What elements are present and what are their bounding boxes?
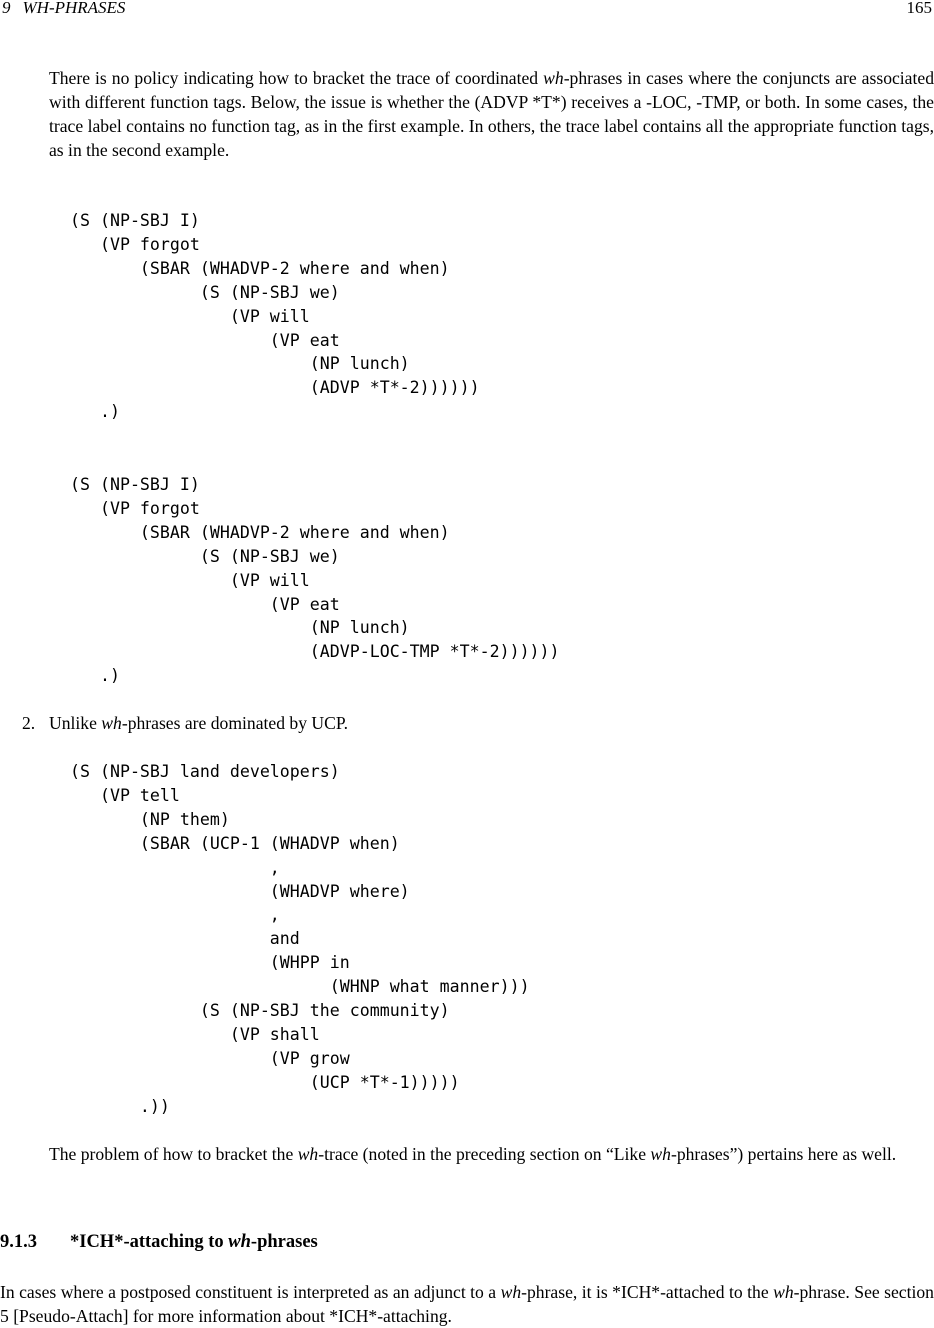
intro-paragraph: There is no policy indicating how to bra… [49, 66, 934, 162]
problem-paragraph: The problem of how to bracket the wh-tra… [49, 1142, 934, 1166]
chapter-header: 9 WH-PHRASES [2, 0, 125, 18]
example-tree-3: (S (NP-SBJ land developers) (VP tell (NP… [70, 762, 530, 1116]
page-number: 165 [906, 0, 933, 17]
wh-term: wh [650, 1144, 671, 1164]
chapter-number: 9 [2, 0, 11, 17]
closing-text-2: -phrase, it is *ICH*-attached to the [521, 1282, 774, 1302]
problem-text-2: -trace (noted in the preceding section o… [318, 1144, 651, 1164]
closing-text-1: In cases where a postposed constituent i… [0, 1282, 501, 1302]
section-heading: 9.1.3 *ICH*-attaching to wh-phrases [0, 1229, 318, 1255]
list-item-text-2: -phrases are dominated by UCP. [121, 713, 349, 733]
section-title-2: -phrases [250, 1232, 318, 1252]
running-head: 9 WH-PHRASES 165 [0, 0, 934, 22]
wh-term: wh [228, 1232, 251, 1252]
example-tree-1: (S (NP-SBJ I) (VP forgot (SBAR (WHADVP-2… [70, 211, 480, 422]
closing-text-3: -phrase. See section 5 [Pseudo-Attach] f… [0, 1282, 934, 1326]
intro-text-2: -phrases in cases where the conjuncts ar… [49, 68, 934, 160]
section-title-1: *ICH*-attaching to [70, 1232, 229, 1252]
wh-term: wh [297, 1144, 319, 1164]
wh-term: wh [101, 713, 122, 733]
chapter-title: WH-PHRASES [22, 0, 126, 17]
wh-term: wh [543, 68, 564, 88]
intro-text-1: There is no policy indicating how to bra… [49, 68, 544, 88]
list-item-text: Unlike wh-phrases are dominated by UCP. [49, 711, 934, 735]
example-tree-2: (S (NP-SBJ I) (VP forgot (SBAR (WHADVP-2… [70, 475, 560, 686]
list-item-text-1: Unlike [49, 713, 102, 733]
section-number: 9.1.3 [0, 1232, 37, 1252]
list-item-number: 2. [22, 713, 36, 733]
problem-text-3: -phrases”) pertains here as well. [670, 1144, 897, 1164]
closing-paragraph: In cases where a postposed constituent i… [0, 1280, 934, 1328]
problem-text-1: The problem of how to bracket the [49, 1144, 298, 1164]
wh-term: wh [773, 1282, 794, 1302]
wh-term: wh [500, 1282, 522, 1302]
